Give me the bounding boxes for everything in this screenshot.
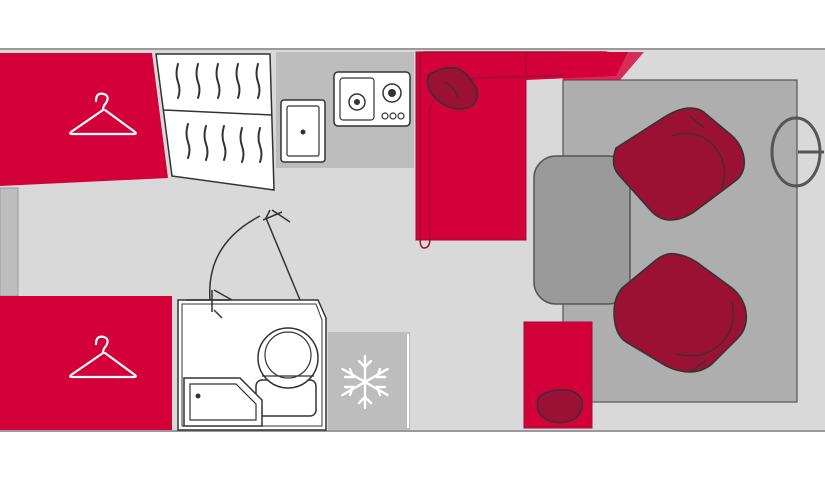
wardrobe-rear bbox=[0, 296, 172, 430]
clothes-hanger-icon bbox=[69, 335, 137, 379]
snowflake-icon bbox=[341, 354, 389, 410]
clothes-hanger-icon bbox=[69, 92, 137, 136]
cab-red-strip bbox=[562, 52, 644, 80]
swing-door bbox=[186, 209, 301, 319]
shower-tray bbox=[183, 377, 263, 427]
cushion bbox=[426, 66, 479, 110]
shelving bbox=[155, 53, 275, 191]
toilet bbox=[255, 327, 319, 417]
cushion bbox=[536, 388, 584, 424]
steering-wheel bbox=[770, 116, 824, 188]
hob bbox=[333, 71, 411, 127]
cab-seat-passenger bbox=[613, 252, 748, 373]
dining-table bbox=[533, 155, 631, 305]
cab-seat-driver bbox=[612, 107, 746, 221]
kitchen-sink bbox=[280, 99, 326, 163]
wardrobe-front bbox=[0, 53, 168, 186]
side-step bbox=[0, 187, 19, 297]
